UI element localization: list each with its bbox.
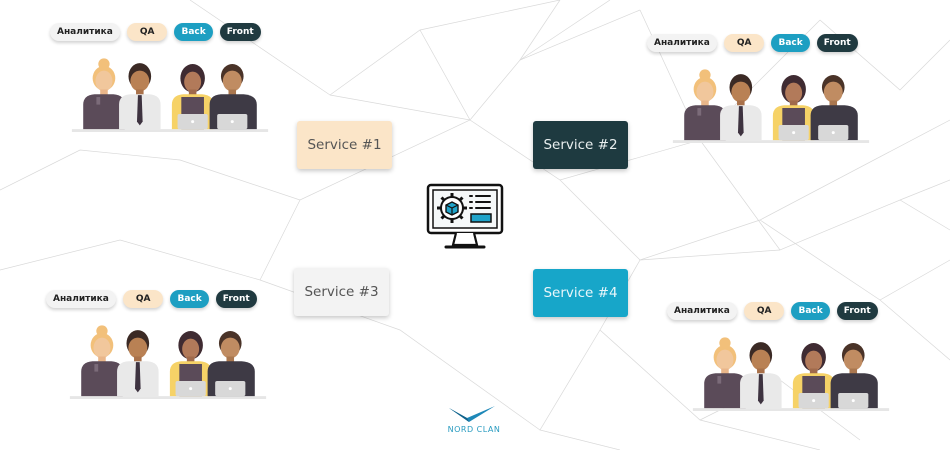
service-3-box: Service #3 <box>294 268 389 316</box>
service-4-label: Service #4 <box>543 285 618 301</box>
team-tags: Аналитика QA Back Front <box>46 290 257 308</box>
tag-analytics: Аналитика <box>667 302 737 320</box>
tag-front: Front <box>215 290 257 308</box>
tag-qa: QA <box>743 302 785 320</box>
tag-back: Back <box>174 23 213 41</box>
team-people-illustration <box>692 337 890 411</box>
tag-back: Back <box>771 34 810 52</box>
service-4-box: Service #4 <box>533 269 628 317</box>
service-2-label: Service #2 <box>543 137 618 153</box>
team-tags: Аналитика QA Back Front <box>50 23 261 41</box>
tag-qa: QA <box>126 23 168 41</box>
service-1-label: Service #1 <box>307 137 382 153</box>
team-people-illustration <box>71 58 269 132</box>
service-2-box: Service #2 <box>533 121 628 169</box>
tag-analytics: Аналитика <box>50 23 120 41</box>
logo-text: NORD CLAN <box>447 425 501 434</box>
team-top-right: Аналитика QA Back Front <box>647 34 870 149</box>
computer-gear-icon <box>426 183 504 249</box>
nord-clan-logo: NORD CLAN <box>434 406 514 436</box>
tag-front: Front <box>836 302 878 320</box>
service-1-box: Service #1 <box>297 121 392 169</box>
team-bottom-left: Аналитика QA Back Front <box>46 290 267 405</box>
tag-back: Back <box>170 290 209 308</box>
tag-front: Front <box>219 23 261 41</box>
team-tags: Аналитика QA Back Front <box>667 302 878 320</box>
tag-back: Back <box>791 302 830 320</box>
tag-analytics: Аналитика <box>647 34 717 52</box>
team-top-left: Аналитика QA Back Front <box>50 23 269 138</box>
tag-front: Front <box>816 34 858 52</box>
team-bottom-right: Аналитика QA Back Front <box>667 302 890 417</box>
team-people-illustration <box>672 69 870 143</box>
service-3-label: Service #3 <box>304 284 379 300</box>
bird-logo-icon <box>449 406 495 422</box>
tag-analytics: Аналитика <box>46 290 116 308</box>
team-people-illustration <box>69 325 267 399</box>
tag-qa: QA <box>122 290 164 308</box>
team-tags: Аналитика QA Back Front <box>647 34 858 52</box>
tag-qa: QA <box>723 34 765 52</box>
